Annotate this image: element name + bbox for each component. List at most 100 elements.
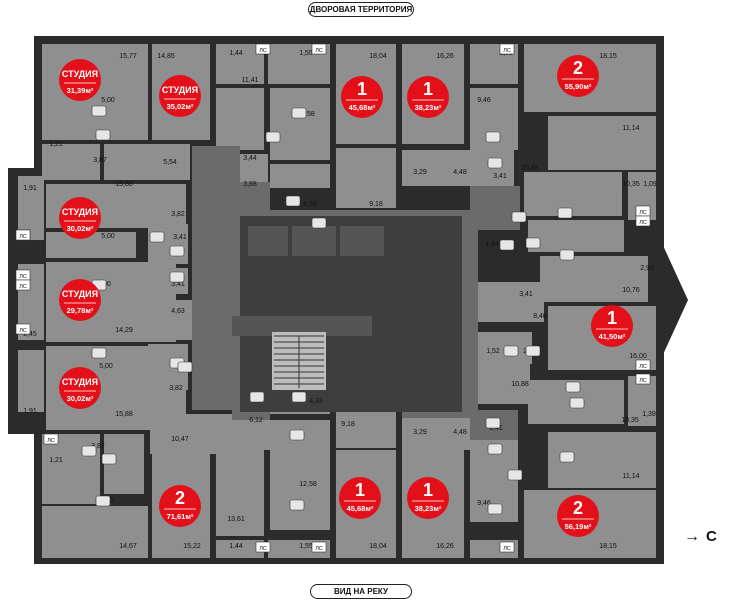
room	[104, 144, 190, 180]
apartment-badge-a3: 145,68м²	[341, 76, 383, 118]
room	[42, 144, 100, 180]
apartment-area: 30,02м²	[67, 224, 94, 233]
room-area: 3,41	[493, 173, 507, 180]
apartment-badge-a12: 138,23м²	[407, 477, 449, 519]
compass-arrow: →	[684, 528, 700, 545]
fixture	[101, 453, 117, 465]
fixture	[285, 195, 301, 207]
room	[18, 176, 44, 240]
room	[528, 220, 624, 252]
apartment-area: 31,39м²	[67, 86, 94, 95]
cabinet-box	[255, 541, 271, 553]
cabinet-box	[15, 323, 31, 335]
fixture	[511, 211, 527, 223]
room-area: 15,77	[119, 53, 137, 60]
room-area: 3,82	[171, 211, 185, 218]
fixture	[291, 391, 307, 403]
room	[628, 376, 656, 426]
room-area: 2,45	[23, 331, 37, 338]
room-area: 9,46	[477, 97, 491, 104]
room-area: 1,44	[229, 543, 243, 550]
room-area: 1,55	[299, 543, 313, 550]
fixture	[177, 361, 193, 373]
apartment-area: 45,68м²	[349, 103, 376, 112]
apartment-area: 30,02м²	[67, 394, 94, 403]
compass-letter: С	[706, 528, 717, 545]
cabinet-label: ЛС	[315, 546, 323, 552]
fixture	[485, 131, 501, 143]
room-area: 14,85	[157, 53, 175, 60]
room-area: 8,40	[533, 313, 547, 320]
fixture	[487, 443, 503, 455]
badge-circle	[407, 76, 449, 118]
fixture	[149, 231, 165, 243]
room-area: 1,09	[643, 181, 657, 188]
apartment-type: 1	[423, 79, 433, 99]
room-area: 3,82	[169, 385, 183, 392]
fixture	[487, 157, 503, 169]
apartment-badge-a8: 141,50м²	[591, 305, 633, 347]
room-area: 16,26	[436, 53, 454, 60]
fixture	[557, 207, 573, 219]
room-area: 15,22	[183, 543, 201, 550]
cabinet-label: ЛС	[19, 234, 27, 240]
room-area: 11,41	[242, 77, 259, 84]
room-area: 18,04	[369, 53, 387, 60]
fixture	[525, 237, 541, 249]
room-area: 15,88	[115, 181, 133, 188]
room-area: 5,00	[99, 363, 113, 370]
cabinet-box	[635, 359, 651, 371]
room-area: 1,91	[23, 185, 37, 192]
room-area: 3,41	[173, 234, 187, 241]
room-area: 3,88	[243, 181, 257, 188]
fixture	[291, 107, 307, 119]
fixture	[485, 417, 501, 429]
apartment-badge-a4: 138,23м²	[407, 76, 449, 118]
fixture	[95, 495, 111, 507]
badge-circle	[557, 55, 599, 97]
fixture	[569, 397, 585, 409]
fixture	[289, 429, 305, 441]
room-area: 1,55	[299, 50, 313, 57]
cabinet-box	[635, 215, 651, 227]
cabinet-label: ЛС	[19, 274, 27, 280]
room-area: 9,18	[341, 421, 355, 428]
fixture	[169, 271, 185, 283]
cabinet-box	[15, 229, 31, 241]
fixture	[81, 445, 97, 457]
room-area: 10,35	[622, 181, 640, 188]
apartment-type: 2	[573, 498, 583, 518]
fixture	[565, 381, 581, 393]
room	[336, 410, 396, 448]
apartment-badge-a5: 2 55,90м²	[557, 55, 599, 97]
fixture	[559, 451, 575, 463]
apartment-type: 2	[573, 58, 583, 78]
cabinet-label: ЛС	[315, 48, 323, 54]
badge-circle	[59, 197, 101, 239]
apartment-area: 55,90м²	[565, 82, 592, 91]
apartment-type: СТУДИЯ	[162, 85, 198, 95]
room	[470, 364, 530, 404]
apartment-area: 56,19м²	[565, 522, 592, 531]
cabinet-label: ЛС	[47, 438, 55, 444]
room	[216, 540, 264, 558]
fixture	[249, 391, 265, 403]
apartment-area: 35,02м²	[167, 102, 194, 111]
apartment-area: 45,68м²	[347, 504, 374, 513]
room-area: 10,47	[171, 436, 189, 443]
cabinet-box	[635, 373, 651, 385]
cabinet-box	[499, 43, 515, 55]
badge-circle	[59, 367, 101, 409]
room-area: 2,93	[640, 265, 654, 272]
fixture	[289, 499, 305, 511]
room-area: 1,44	[229, 50, 243, 57]
fixture	[487, 503, 503, 515]
room-area: 18,15	[599, 53, 617, 60]
room-area: 14,67	[119, 543, 137, 550]
cabinet-label: ЛС	[259, 48, 267, 54]
room-area: 3,44	[243, 155, 257, 162]
bottom-river-label: ВИД НА РЕКУ	[310, 584, 412, 599]
